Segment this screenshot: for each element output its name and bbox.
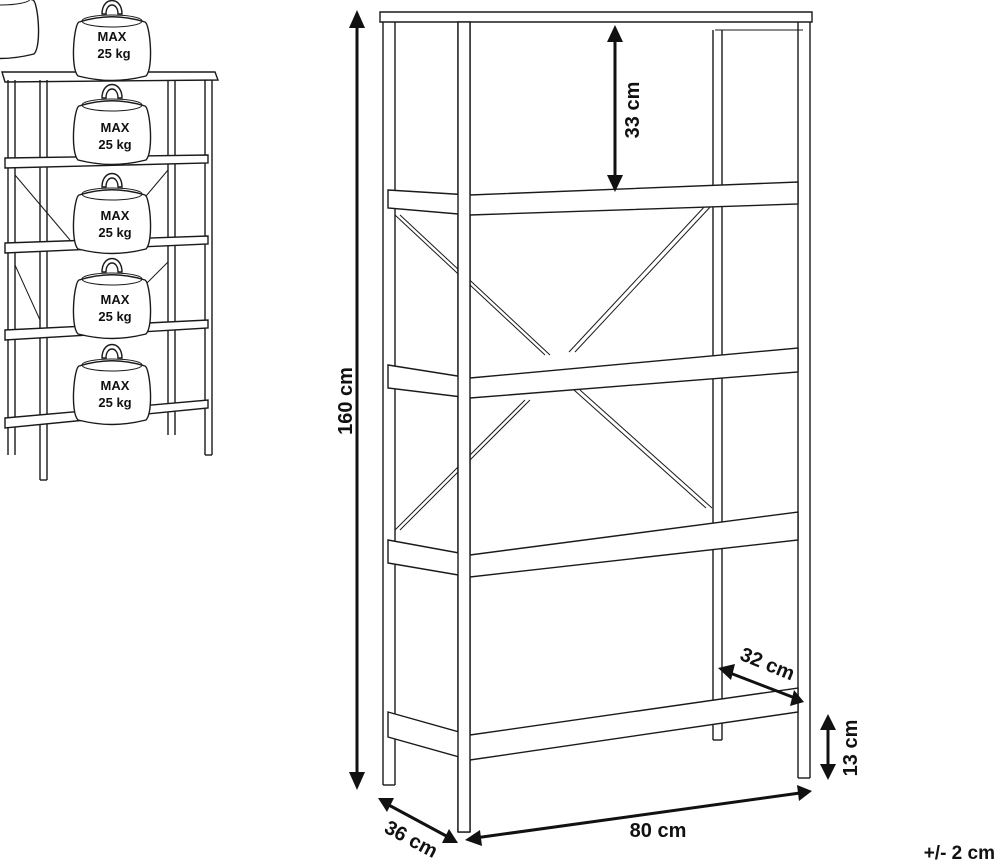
shelf-top-board	[379, 11, 813, 23]
shelf-board-2	[387, 347, 799, 399]
height-label: 160 cm	[335, 367, 357, 435]
weight-labels: MAX 25 kg MAX 25 kg MAX 25 kg MAX 25 kg …	[97, 29, 131, 410]
tolerance-note: +/- 2 cm	[924, 843, 995, 864]
load-capacity-illustration: MAX 25 kg MAX 25 kg MAX 25 kg MAX 25 kg …	[0, 0, 220, 481]
weight-label-max: MAX	[101, 120, 130, 135]
weight-label-kg: 25 kg	[98, 225, 131, 240]
shelf-board-3	[387, 511, 799, 578]
weight-label-kg: 25 kg	[98, 137, 131, 152]
weight-label-kg: 25 kg	[98, 309, 131, 324]
shelf-board-1	[387, 181, 799, 216]
weight-label-max: MAX	[101, 292, 130, 307]
dimension-lines	[349, 10, 836, 846]
weight-label-max: MAX	[101, 378, 130, 393]
shelf-board-4	[387, 687, 799, 761]
weight-icon	[0, 0, 40, 60]
width-label: 80 cm	[630, 820, 687, 842]
depth-label: 36 cm	[381, 817, 441, 863]
weight-label-max: MAX	[98, 29, 127, 44]
main-bookshelf	[379, 11, 813, 833]
weight-label-max: MAX	[101, 208, 130, 223]
bottom-clearance-label: 13 cm	[840, 720, 862, 777]
shelf-gap-label: 33 cm	[622, 82, 644, 139]
weight-label-kg: 25 kg	[98, 395, 131, 410]
weight-label-kg: 25 kg	[97, 46, 130, 61]
